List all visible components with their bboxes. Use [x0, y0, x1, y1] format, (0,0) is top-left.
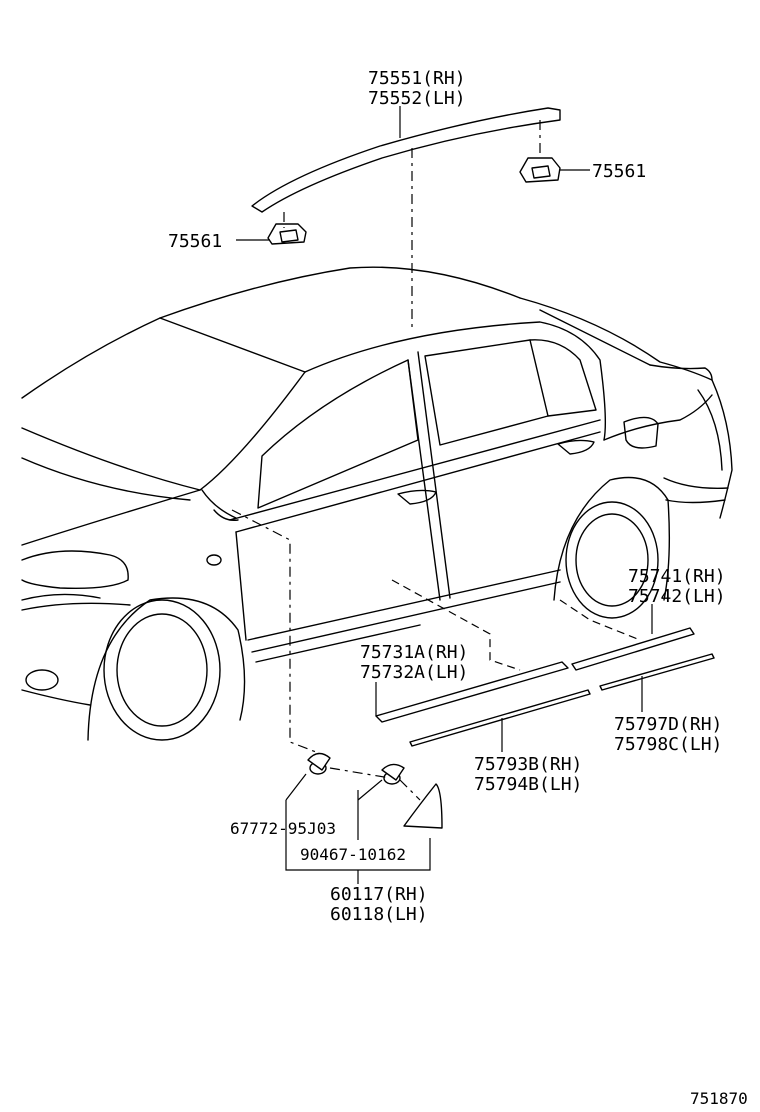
- label-rear-lh: 75798C(LH): [614, 734, 722, 755]
- side-molding-upper: [571, 627, 695, 671]
- label-clip-b: 90467-10162: [300, 845, 406, 864]
- rocker-molding-lower: [409, 689, 591, 747]
- label-roof-rh: 75551(RH): [368, 68, 466, 89]
- reference-number: 751870: [690, 1089, 748, 1108]
- label-side-rh: 75731A(RH): [360, 642, 468, 663]
- label-upper-lh: 75742(LH): [628, 586, 726, 607]
- label-clip-left: 75561: [168, 231, 222, 252]
- side-molding-main: [375, 661, 569, 723]
- mudguard: [403, 783, 443, 829]
- label-roof-lh: 75552(LH): [368, 88, 466, 109]
- label-lower-lh: 75794B(LH): [474, 774, 582, 795]
- molding-clip-left: [267, 223, 307, 245]
- rocker-molding-rear: [599, 653, 715, 691]
- molding-clip-right: [519, 157, 561, 183]
- label-mud-rh: 60117(RH): [330, 884, 428, 905]
- label-mud-lh: 60118(LH): [330, 904, 428, 925]
- label-clip-a: 67772-95J03: [230, 819, 336, 838]
- mudguard-clip-b: [381, 763, 405, 785]
- label-rear-rh: 75797D(RH): [614, 714, 722, 735]
- label-lower-rh: 75793B(RH): [474, 754, 582, 775]
- assembly-lines: [231, 120, 641, 801]
- leader-lines: [236, 106, 653, 884]
- roof-drip-molding: [251, 107, 561, 213]
- car-body-outline: [21, 266, 733, 741]
- label-clip-right: 75561: [592, 161, 646, 182]
- label-side-lh: 75732A(LH): [360, 662, 468, 683]
- mudguard-clip-a: [307, 752, 331, 775]
- label-upper-rh: 75741(RH): [628, 566, 726, 587]
